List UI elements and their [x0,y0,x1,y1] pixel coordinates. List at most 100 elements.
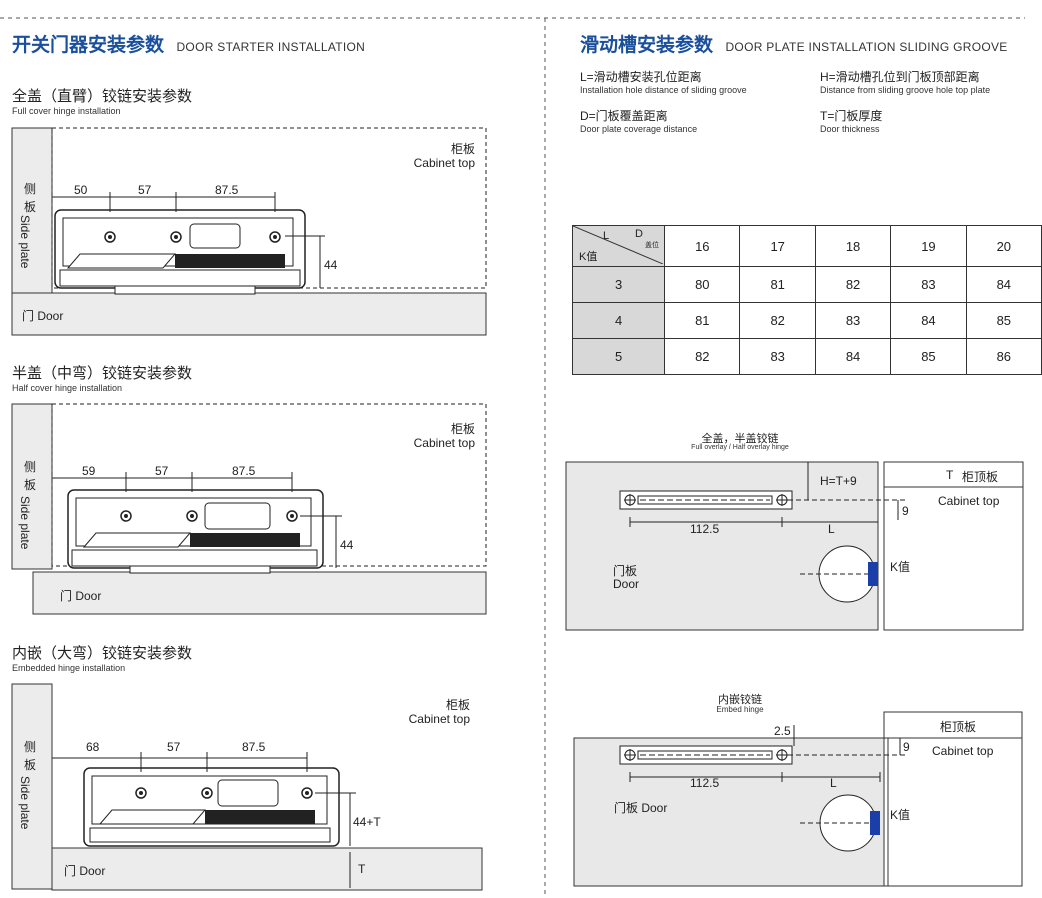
section-title-en: Embedded hinge installation [12,663,126,673]
hinge-diagrams [11,127,487,891]
diag1-length: 112.5 [690,522,720,536]
section-title-en: Half cover hinge installation [12,383,123,393]
dim-thickness: T [358,862,366,876]
section-embedded-title: 内嵌（大弯）铰链安装参数 Embedded hinge installation [12,642,192,673]
half-cover-diagram [11,403,487,615]
dim-3: 87.5 [215,183,239,197]
left-title-cn: 开关门器安装参数 [12,35,165,56]
left-header: 开关门器安装参数 DOOR STARTER INSTALLATION [12,30,365,57]
table-cell: 82 [814,266,892,303]
section-title-en: Full cover hinge installation [12,106,121,116]
section-title-cn: 全盖（直臂）铰链安装参数 [12,88,193,105]
dim-height: 44+T [353,815,381,829]
table-cell: 83 [890,266,967,303]
dim-2: 57 [138,183,152,197]
corner-cell: L D 盖位 K值 [571,225,666,267]
def-D: D=门板覆盖距离 Door plate coverage distance [580,109,698,134]
def-T: T=门板厚度 Door thickness [820,109,883,134]
dim-2: 57 [167,740,181,754]
diag1-caption: 全盖，半盖铰链 [701,433,779,445]
dim-height: 44 [340,538,354,552]
section-title-cn: 半盖（中弯）铰链安装参数 [12,365,193,382]
table-cell: 86 [965,338,1042,375]
side-plate-en: Side plate [18,496,32,550]
side-plate-cn: 侧 板 [24,460,37,492]
diag1-door-en: Door [613,577,640,591]
table-cell: 84 [814,338,892,375]
dim-2: 57 [155,464,169,478]
cabinet-label: 柜板 [450,422,475,436]
k-value-table: L D 盖位 K值 16 17 18 19 20 3 80 81 82 83 8… [571,225,1042,375]
cabinet-label-en: Cabinet top [413,156,475,170]
col-header: 16 [664,225,741,267]
door-label: 门 Door [60,589,102,603]
dim-3: 87.5 [242,740,266,754]
cabinet-label: 柜板 [445,698,470,712]
side-plate-en: Side plate [18,776,32,830]
diag1-cabinet-cn: 柜顶板 [962,470,999,484]
section-half-cover-title: 半盖（中弯）铰链安装参数 Half cover hinge installati… [12,362,192,393]
table-cell: 80 [664,266,741,303]
table-cell: 81 [664,302,741,339]
diag1-k-label: K值 [890,560,911,574]
diag1-L: L [828,522,835,536]
diag2-gap: 2.5 [774,724,791,738]
left-title-en: DOOR STARTER INSTALLATION [176,40,366,54]
dim-3: 87.5 [232,464,256,478]
diag2-length: 112.5 [690,776,720,790]
door-label: 门 Door [64,864,106,878]
row-header: 4 [571,302,666,339]
diag2-cabinet-cn: 柜顶板 [940,720,977,734]
table-cell: 84 [890,302,967,339]
row-header: 5 [571,338,666,375]
diag1-door-cn: 门板 [613,564,638,578]
table-row: 4 81 82 83 84 85 [571,302,1042,339]
side-plate-cn: 侧 板 [24,182,37,214]
dim-1: 59 [82,464,96,478]
cabinet-label: 柜板 [450,142,475,156]
diag1-nine: 9 [902,504,909,518]
col-header: 19 [890,225,967,267]
def-H: H=滑动槽孔位到门板顶部距离 Distance from sliding gro… [820,70,991,95]
table-row: 3 80 81 82 83 84 [571,266,1042,303]
diag2-nine: 9 [903,740,910,754]
full-cover-diagram [11,127,487,336]
section-title-cn: 内嵌（大弯）铰链安装参数 [12,645,193,662]
table-cell: 85 [890,338,967,375]
right-header: 滑动槽安装参数 DOOR PLATE INSTALLATION SLIDING … [580,30,1008,57]
diag2-L: L [830,776,837,790]
table-cell: 84 [965,266,1042,303]
col-header: 18 [814,225,892,267]
right-title-cn: 滑动槽安装参数 [580,35,714,56]
diag1-h-label: H=T+9 [820,474,857,488]
table-header-row: L D 盖位 K值 16 17 18 19 20 [571,225,1042,267]
diag2-cabinet-en: Cabinet top [932,744,994,758]
table-cell: 83 [814,302,892,339]
col-header: 17 [739,225,816,267]
cabinet-label-en: Cabinet top [408,712,470,726]
def-L: L=滑动槽安装孔位距离 Installation hole distance o… [580,70,747,95]
table-row: 5 82 83 84 85 86 [571,338,1042,375]
dim-height: 44 [324,258,338,272]
diag2-k-label: K值 [890,808,911,822]
diag2-door: 门板 Door [614,801,668,815]
table-cell: 82 [739,302,816,339]
diag1-caption-en: Full overlay / Half overlay hinge [691,444,789,451]
diag2-caption-en: Embed hinge [716,705,764,714]
right-title-en: DOOR PLATE INSTALLATION SLIDING GROOVE [725,40,1008,54]
cabinet-label-en: Cabinet top [413,436,475,450]
diag1-cabinet-en: Cabinet top [938,494,1000,508]
row-header: 3 [571,266,666,303]
side-plate-en: Side plate [18,215,32,269]
dim-1: 68 [86,740,100,754]
embedded-diagram [11,683,483,891]
diag2-caption: 内嵌铰链 [718,694,762,706]
table-cell: 83 [739,338,816,375]
dim-1: 50 [74,183,88,197]
section-full-cover-title: 全盖（直臂）铰链安装参数 Full cover hinge installati… [12,85,192,116]
table-cell: 81 [739,266,816,303]
side-plate-cn: 侧 板 [24,740,37,772]
door-label: 门 Door [22,309,64,323]
col-header: 20 [965,225,1042,267]
